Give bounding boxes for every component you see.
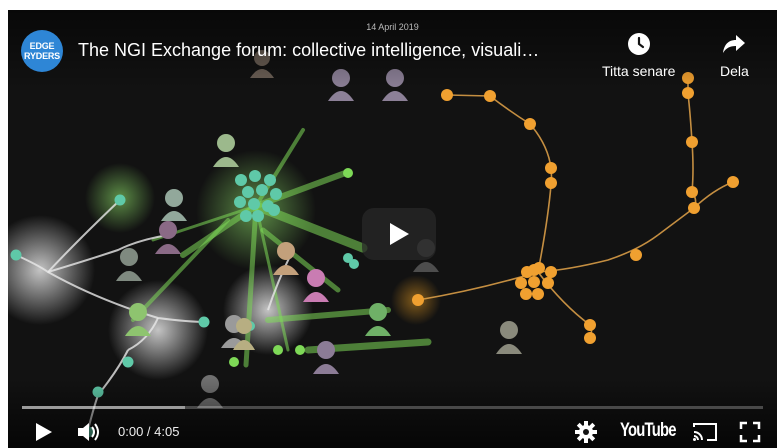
fullscreen-icon[interactable]: [739, 421, 761, 443]
control-bar: 0:00 / 4:05 YouTube: [8, 417, 777, 447]
channel-logo-line1: EDGE: [29, 41, 55, 51]
video-date: 14 April 2019: [366, 22, 419, 32]
progress-loaded: [22, 406, 186, 409]
top-bar: [8, 10, 777, 90]
channel-avatar[interactable]: EDGE RYDERS: [21, 30, 63, 72]
cast-icon[interactable]: [692, 421, 718, 443]
big-play-button[interactable]: [362, 208, 436, 260]
share-button[interactable]: Dela: [720, 32, 749, 79]
youtube-logo[interactable]: YouTube: [620, 420, 677, 441]
share-label: Dela: [720, 63, 749, 79]
clock-icon: [627, 33, 650, 55]
video-title[interactable]: The NGI Exchange forum: collective intel…: [78, 40, 540, 60]
time-display: 0:00 / 4:05: [118, 424, 180, 439]
gear-icon[interactable]: [575, 421, 597, 443]
play-icon[interactable]: [34, 421, 54, 443]
progress-bar[interactable]: [22, 406, 763, 409]
share-arrow-icon: [723, 35, 746, 53]
play-icon: [390, 223, 409, 245]
channel-logo-line2: RYDERS: [24, 51, 60, 61]
controls-gradient: [8, 378, 777, 448]
volume-icon[interactable]: [76, 420, 102, 444]
watch-later-label: Titta senare: [602, 63, 676, 79]
video-player[interactable]: 14 April 2019 EDGE RYDERS The NGI Exchan…: [8, 10, 777, 448]
watch-later-button[interactable]: Titta senare: [602, 32, 675, 79]
